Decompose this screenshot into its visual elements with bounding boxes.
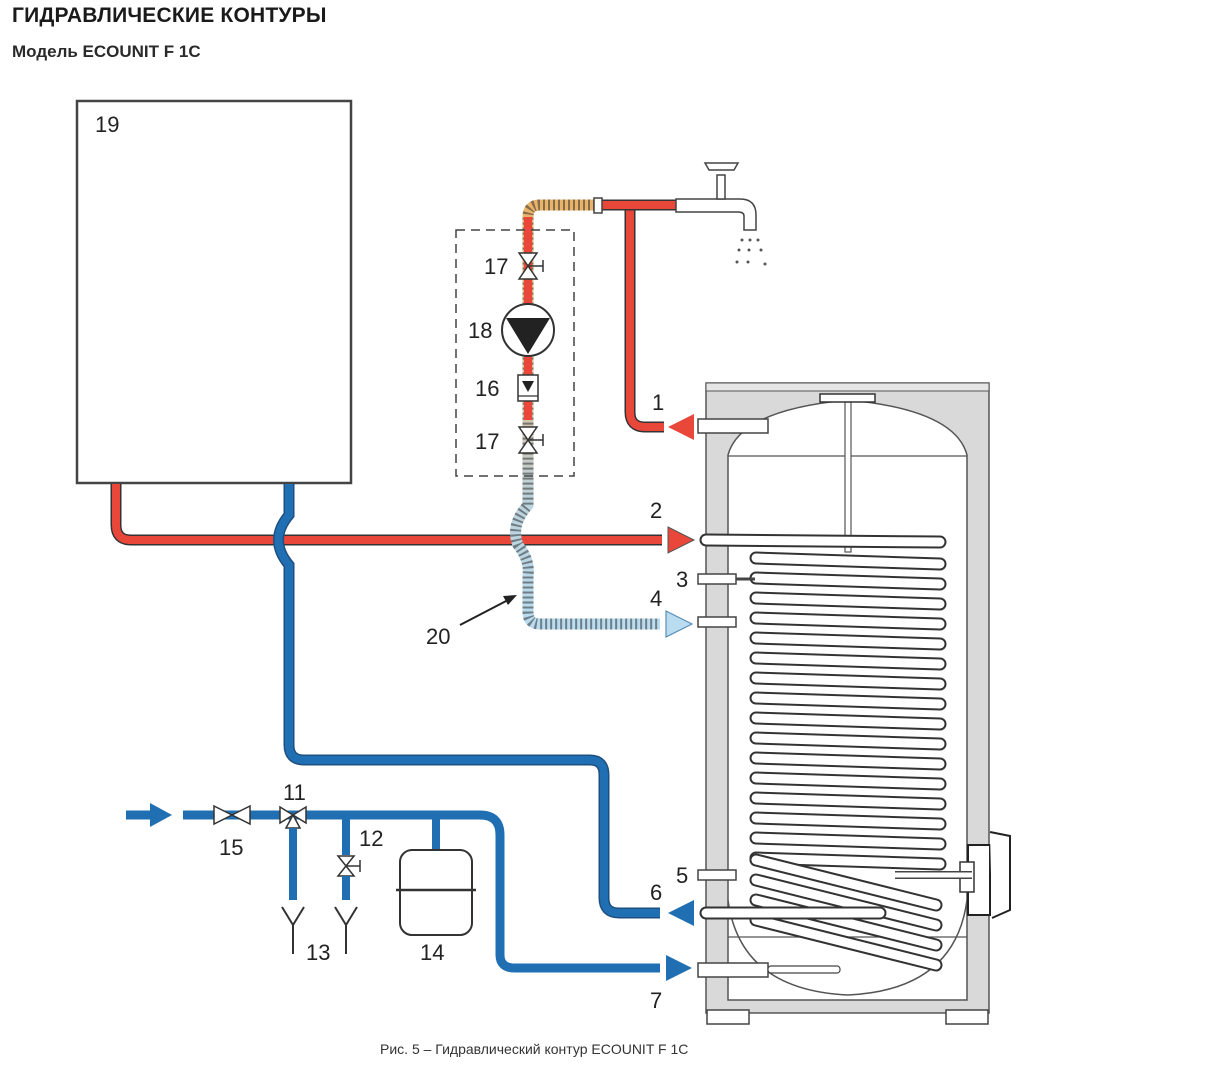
port-1-stub bbox=[697, 418, 769, 434]
label-4: 4 bbox=[650, 586, 662, 611]
recirculation-pump-18 bbox=[501, 303, 555, 357]
label-16: 16 bbox=[475, 376, 499, 401]
drain-valve-12 bbox=[336, 855, 361, 877]
arrow-1-icon bbox=[668, 414, 694, 440]
label-17-bottom: 17 bbox=[475, 429, 499, 454]
drain-13 bbox=[281, 906, 358, 954]
label-3: 3 bbox=[676, 567, 688, 592]
coil-turn-fill bbox=[751, 793, 945, 809]
inlet-arrow-icon bbox=[150, 803, 172, 827]
coil-turn-fill bbox=[751, 693, 945, 709]
label-12: 12 bbox=[359, 826, 383, 851]
figure-caption: Рис. 5 – Гидравлический контур ECOUNIT F… bbox=[380, 1041, 689, 1057]
expansion-vessel-14 bbox=[396, 849, 476, 936]
coil-lower-turn-fill bbox=[751, 875, 941, 930]
coil-turn-fill bbox=[751, 673, 945, 689]
coil-turn-fill bbox=[751, 633, 945, 649]
label-1: 1 bbox=[652, 390, 664, 415]
check-valve-16 bbox=[517, 374, 539, 402]
pump-group-box bbox=[455, 229, 575, 477]
port-5-stub bbox=[697, 869, 737, 881]
label-20: 20 bbox=[426, 624, 450, 649]
coil-turn-fill bbox=[751, 733, 945, 749]
coil-turn-fill bbox=[751, 653, 945, 669]
label-18: 18 bbox=[468, 318, 492, 343]
coil-turn-fill bbox=[751, 813, 945, 829]
arrow-4-icon bbox=[665, 610, 694, 638]
label-17-top: 17 bbox=[484, 254, 508, 279]
coil-turn-fill bbox=[751, 853, 945, 869]
label-2: 2 bbox=[650, 498, 662, 523]
water-heater-tank bbox=[697, 382, 1011, 1025]
label-13: 13 bbox=[306, 940, 330, 965]
faucet-icon bbox=[675, 162, 767, 266]
coil-turn-fill bbox=[751, 833, 945, 849]
safety-group-11 bbox=[279, 805, 307, 829]
page-title: ГИДРАВЛИЧЕСКИЕ КОНТУРЫ bbox=[12, 4, 327, 27]
arrow-6-icon bbox=[668, 900, 694, 926]
coil-turn-fill bbox=[751, 773, 945, 789]
label-7: 7 bbox=[650, 988, 662, 1013]
coil-turn-fill bbox=[751, 573, 945, 589]
port-3-stub bbox=[697, 573, 737, 585]
coil-return-pipe bbox=[273, 484, 694, 926]
heat-exchanger-coil bbox=[699, 533, 947, 972]
label-14: 14 bbox=[420, 940, 444, 965]
page-subtitle: Модель ECOUNIT F 1C bbox=[12, 42, 201, 61]
coil-turn-fill bbox=[751, 613, 945, 629]
boiler: 19 bbox=[75, 99, 353, 485]
coil-lower-turn-fill bbox=[751, 855, 941, 910]
coil-turn-fill bbox=[751, 593, 945, 609]
port-4-stub bbox=[697, 616, 737, 628]
port-7-stub bbox=[697, 962, 769, 978]
coil-lower-turn-fill bbox=[751, 915, 941, 970]
label-11: 11 bbox=[283, 780, 306, 805]
cold-water-inlet bbox=[126, 803, 692, 981]
hot-water-outlet-pipe bbox=[600, 162, 767, 440]
label-5: 5 bbox=[676, 863, 688, 888]
valve-17-bottom bbox=[517, 426, 544, 454]
shutoff-valve-15 bbox=[213, 804, 251, 826]
label-6: 6 bbox=[650, 880, 662, 905]
arrow-2-icon bbox=[667, 526, 696, 554]
coil-turn-fill bbox=[751, 753, 945, 769]
coil-inlet-tube-fill bbox=[701, 535, 945, 547]
label-19: 19 bbox=[95, 112, 119, 137]
coil-turn-fill bbox=[751, 713, 945, 729]
recirculation-line-20 bbox=[455, 197, 694, 638]
coil-flow-pipe bbox=[110, 484, 696, 554]
arrow-7-icon bbox=[666, 955, 692, 981]
label-15: 15 bbox=[219, 835, 243, 860]
coil-turn-fill bbox=[751, 553, 945, 569]
valve-17-top bbox=[517, 252, 544, 280]
